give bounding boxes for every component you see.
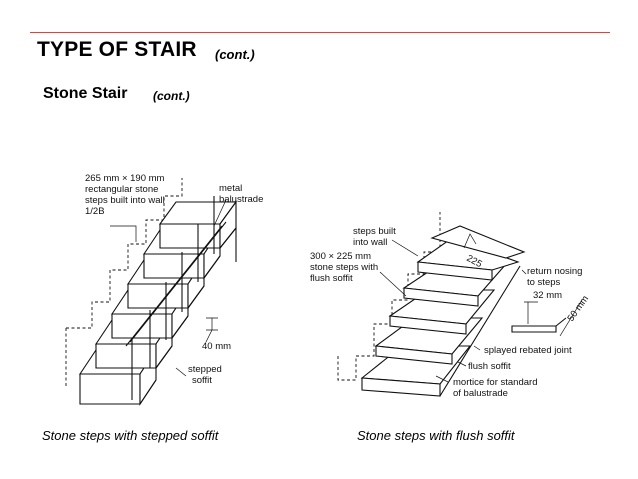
- right-stone-steps-label: stone steps with: [310, 262, 378, 273]
- balustrade-label: balustrade: [219, 194, 263, 205]
- stone-bond-label: 1/2B: [85, 206, 105, 217]
- dimension-40mm: 40 mm: [202, 341, 231, 352]
- to-steps-label: to steps: [527, 277, 561, 288]
- balustrade-standard-label: of balustrade: [453, 388, 508, 399]
- title-rule: [30, 32, 610, 33]
- dimension-50mm: 50 mm: [565, 294, 591, 324]
- into-wall-label: into wall: [353, 237, 387, 248]
- steps-built-label: steps built: [353, 226, 396, 237]
- right-figure-caption: Stone steps with flush soffit: [357, 428, 515, 443]
- page-subtitle: Stone Stair: [43, 85, 128, 102]
- metal-label: metal: [219, 183, 242, 194]
- mortice-label: mortice for standard: [453, 377, 537, 388]
- page-subtitle-suffix: (cont.): [153, 89, 190, 103]
- right-steps: [360, 225, 526, 397]
- right-stone-size-label: 300 × 225 mm: [310, 251, 371, 262]
- dimension-32mm: 32 mm: [533, 290, 562, 301]
- left-figure-caption: Stone steps with stepped soffit: [42, 428, 219, 443]
- stone-size-label: 265 mm × 190 mm: [85, 173, 165, 184]
- soffit-label: soffit: [192, 375, 212, 386]
- page-title-suffix: (cont.): [215, 47, 255, 62]
- left-steps: [78, 200, 238, 406]
- stone-shape-label: rectangular stone: [85, 184, 158, 195]
- flush-soffit-label: flush soffit: [468, 361, 511, 372]
- return-nosing-label: return nosing: [527, 266, 582, 277]
- splayed-joint-label: splayed rebated joint: [484, 345, 572, 356]
- page-title: TYPE OF STAIR: [37, 38, 197, 61]
- stone-wall-label: steps built into wall: [85, 195, 165, 206]
- metal-balustrade: [125, 196, 227, 400]
- right-flush-soffit-label: flush soffit: [310, 273, 353, 284]
- stepped-label: stepped: [188, 364, 222, 375]
